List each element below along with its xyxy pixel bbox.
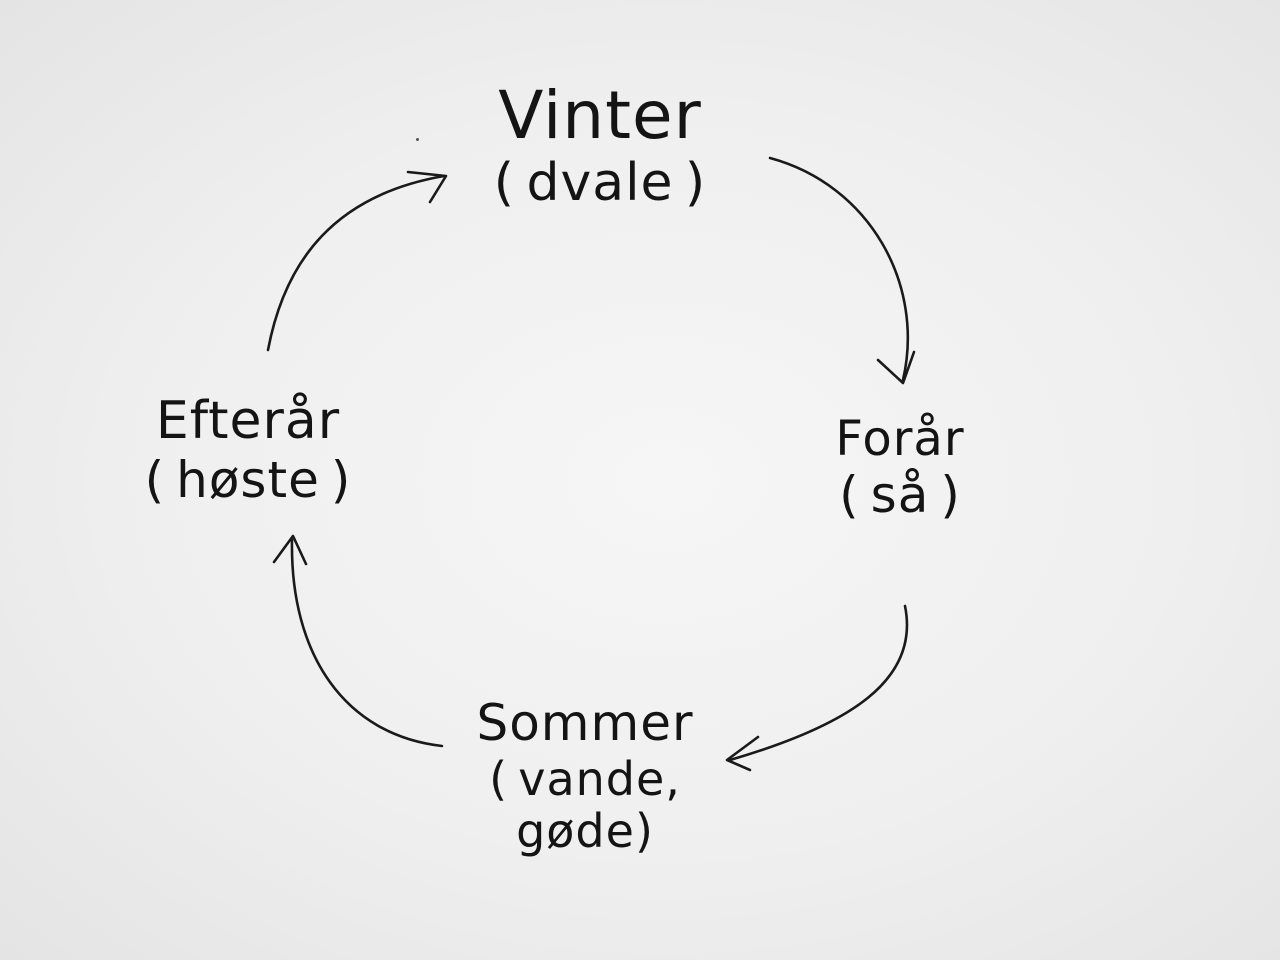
arrowhead-efteraar-to-vinter	[406, 170, 448, 204]
node-vinter: Vinter ( dvale )	[480, 78, 720, 214]
node-sommer-note: ( vande, gøde)	[489, 751, 681, 859]
node-vinter-label: Vinter	[498, 77, 702, 154]
node-foraar-label: Forår	[835, 411, 965, 467]
arrowhead-sommer-to-efteraar	[272, 534, 308, 566]
arrow-vinter-to-foraar	[768, 156, 910, 382]
node-efteraar: Efterår ( høste )	[118, 391, 378, 509]
arrowhead-foraar-to-sommer	[725, 735, 760, 772]
node-foraar-note: ( så )	[839, 466, 961, 525]
node-foraar: Forår ( så )	[800, 411, 1000, 525]
node-vinter-note: ( dvale )	[493, 152, 707, 213]
arrowhead-vinter-to-foraar	[876, 350, 916, 385]
arrow-foraar-to-sommer	[728, 604, 909, 762]
node-efteraar-label: Efterår	[155, 391, 341, 451]
arrow-efteraar-to-vinter	[266, 174, 446, 352]
node-sommer: Sommer ( vande, gøde)	[420, 694, 750, 859]
arrow-sommer-to-efteraar	[290, 538, 444, 748]
node-sommer-label: Sommer	[476, 694, 694, 752]
node-efteraar-note: ( høste )	[144, 450, 352, 509]
paper-speck	[416, 138, 419, 141]
